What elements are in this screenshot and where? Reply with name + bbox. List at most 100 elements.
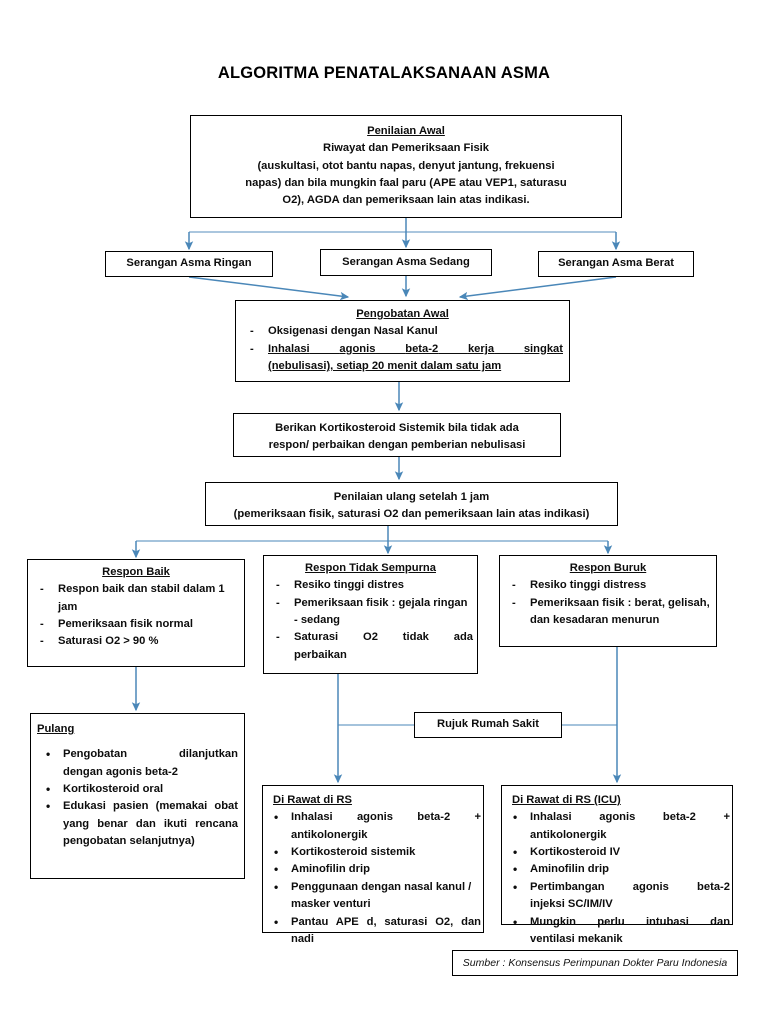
node-response-good-item-1: Respon baik dan stabil dalam 1 jam [58, 583, 225, 613]
node-ward-admission-item-3: Aminofilin drip [291, 863, 370, 876]
node-icu-admission-heading: Di Rawat di RS (ICU) [512, 794, 621, 806]
node-ward-admission-item-2: Kortikosteroid sistemik [291, 846, 416, 859]
node-icu-admission-item-4-cont: injeksi SC/IM/IV [530, 898, 613, 911]
node-severity-moderate: Serangan Asma Sedang [320, 249, 492, 276]
node-response-partial-list: Resiko tinggi distres Pemeriksaan fisik … [268, 577, 473, 664]
node-severity-mild: Serangan Asma Ringan [105, 251, 273, 277]
list-item: Pantau APE d, saturasi O2, dan nadi [265, 913, 481, 949]
node-response-good: Respon Baik Respon baik dan stabil dalam… [27, 559, 245, 667]
node-ward-admission-item-5: Pantau APE d, saturasi O2, dan nadi [291, 915, 481, 945]
word: tidak [402, 631, 429, 644]
word: singkat [523, 342, 563, 355]
node-discharge-item-2: Kortikosteroid oral [63, 783, 164, 796]
node-response-partial: Respon Tidak Sempurna Resiko tinggi dist… [263, 555, 478, 674]
page-title: ALGORITMA PENATALAKSANAAN ASMA [217, 64, 551, 82]
node-refer-hospital-label: Rujuk Rumah Sakit [437, 718, 539, 731]
list-item: Mungkin perlu intubasi dan ventilasi mek… [504, 913, 731, 949]
node-initial-treatment-item-3: (nebulisasi), setiap 20 menit dalam satu… [268, 360, 502, 373]
list-item: Kortikosteroid sistemik [265, 843, 481, 862]
node-response-partial-item-2: Pemeriksaan fisik : gejala ringan - seda… [294, 596, 468, 627]
word: intubasi [645, 915, 689, 928]
list-item: Inhalasi agonis beta-2 + antikolonergik [504, 808, 730, 844]
node-initial-assessment-line2: (auskultasi, otot bantu napas, denyut ja… [257, 159, 555, 172]
node-ward-admission-item-1-cont: antikolonergik [291, 828, 368, 841]
word: + [723, 811, 731, 824]
word: Inhalasi [268, 342, 310, 355]
list-item: Aminofilin drip [504, 860, 730, 879]
list-item: Inhalasi agonis beta-2 + antikolonergik [265, 808, 482, 844]
node-icu-admission: Di Rawat di RS (ICU) Inhalasi agonis bet… [501, 785, 733, 945]
node-discharge: Pulang Pengobatan dilanjutkan dengan ago… [30, 713, 245, 879]
word: ada [453, 631, 474, 644]
node-severity-severe: Serangan Asma Berat [538, 251, 694, 277]
node-response-poor: Respon Buruk Resiko tinggi distress Peme… [499, 555, 717, 647]
list-item: Resiko tinggi distress [504, 577, 712, 595]
node-initial-assessment-line1: Riwayat dan Pemeriksaan Fisik [322, 142, 490, 155]
word: perlu [597, 915, 625, 928]
word: agonis [356, 811, 393, 824]
node-systemic-steroid-line2: respon/ perbaikan dengan pemberian nebul… [268, 439, 526, 452]
node-response-good-item-3: Saturasi O2 > 90 % [58, 635, 159, 648]
word: dan [710, 915, 731, 928]
word: O2 [363, 631, 378, 644]
node-reassessment-line2: (pemeriksaan fisik, saturasi O2 dan peme… [233, 508, 590, 521]
node-icu-admission-list: Inhalasi agonis beta-2 + antikolonergik … [504, 808, 731, 949]
node-initial-assessment-line4: O2), AGDA dan pemeriksaan lain atas indi… [282, 194, 530, 207]
node-severity-moderate-label: Serangan Asma Sedang [342, 255, 470, 268]
node-icu-admission-item-3: Aminofilin drip [530, 863, 609, 876]
word: agonis [632, 880, 669, 893]
list-item: Edukasi pasien (memakai obat yang benar … [37, 797, 238, 850]
word: beta-2 [662, 811, 696, 824]
list-item: Pertimbangan agonis beta-2 injeksi SC/IM… [504, 878, 730, 914]
node-response-good-heading: Respon Baik [102, 566, 170, 578]
word: Inhalasi [530, 811, 572, 824]
word: + [474, 811, 482, 824]
node-response-poor-list: Resiko tinggi distress Pemeriksaan fisik… [504, 577, 712, 629]
node-icu-admission-item-4: Pertimbangan agonis beta-2 [530, 879, 730, 896]
word: beta-2 [697, 880, 730, 893]
node-discharge-item-1-cont: dengan agonis beta-2 [63, 765, 178, 778]
word: dilanjutkan [178, 748, 238, 761]
word: beta-2 [405, 342, 439, 355]
list-item: Pemeriksaan fisik normal [32, 616, 240, 634]
word: beta-2 [417, 811, 451, 824]
node-response-poor-item-1: Resiko tinggi distress [530, 579, 647, 592]
node-response-partial-item-3: Saturasi O2 tidak ada [294, 629, 473, 646]
word: Pengobatan [63, 748, 128, 761]
node-reassessment-line1: Penilaian ulang setelah 1 jam [333, 491, 490, 503]
word: Saturasi [294, 631, 339, 644]
node-severity-mild-label: Serangan Asma Ringan [126, 257, 252, 270]
node-initial-treatment-list: Oksigenasi dengan Nasal Kanul Inhalasi a… [242, 323, 563, 375]
node-initial-treatment: Pengobatan Awal Oksigenasi dengan Nasal … [235, 300, 570, 382]
word: agonis [339, 342, 376, 355]
node-icu-admission-item-1: Inhalasi agonis beta-2 + [530, 809, 730, 826]
node-response-good-list: Respon baik dan stabil dalam 1 jam Pemer… [32, 581, 240, 651]
source-note-text: Sumber : Konsensus Perimpunan Dokter Par… [462, 957, 728, 969]
node-initial-assessment-line3: napas) dan bila mungkin faal paru (APE a… [245, 177, 567, 190]
node-initial-assessment: Penilaian Awal Riwayat dan Pemeriksaan F… [190, 115, 622, 218]
list-item: Pengobatan dilanjutkan dengan agonis bet… [37, 745, 238, 781]
node-discharge-list: Pengobatan dilanjutkan dengan agonis bet… [37, 745, 238, 850]
node-systemic-steroid: Berikan Kortikosteroid Sistemik bila tid… [233, 413, 561, 457]
node-icu-admission-item-5-cont: ventilasi mekanik [530, 932, 623, 945]
list-item: Pemeriksaan fisik : gejala ringan - seda… [268, 595, 473, 630]
list-item: Saturasi O2 tidak ada perbaikan [268, 629, 473, 664]
node-initial-treatment-item-1: Oksigenasi dengan Nasal Kanul [268, 325, 438, 338]
node-response-partial-heading: Respon Tidak Sempurna [305, 562, 436, 574]
list-item: Kortikosteroid oral [37, 780, 238, 799]
node-ward-admission-heading: Di Rawat di RS [273, 794, 352, 806]
node-response-poor-heading: Respon Buruk [569, 562, 647, 574]
node-discharge-heading: Pulang [37, 723, 75, 735]
list-item: Penggunaan dengan nasal kanul / masker v… [265, 878, 481, 914]
word: agonis [599, 811, 636, 824]
node-ward-admission-list: Inhalasi agonis beta-2 + antikolonergik … [265, 808, 482, 949]
node-response-partial-item-3-cont: perbaikan [294, 648, 347, 661]
list-item: Resiko tinggi distres [268, 577, 473, 595]
node-discharge-item-3: Edukasi pasien (memakai obat yang benar … [63, 800, 238, 848]
node-severity-severe-label: Serangan Asma Berat [558, 257, 674, 270]
node-systemic-steroid-line1: Berikan Kortikosteroid Sistemik bila tid… [275, 422, 519, 434]
word: Pertimbangan [530, 880, 605, 893]
node-ward-admission-item-4: Penggunaan dengan nasal kanul / masker v… [291, 880, 472, 911]
word: kerja [467, 342, 495, 355]
